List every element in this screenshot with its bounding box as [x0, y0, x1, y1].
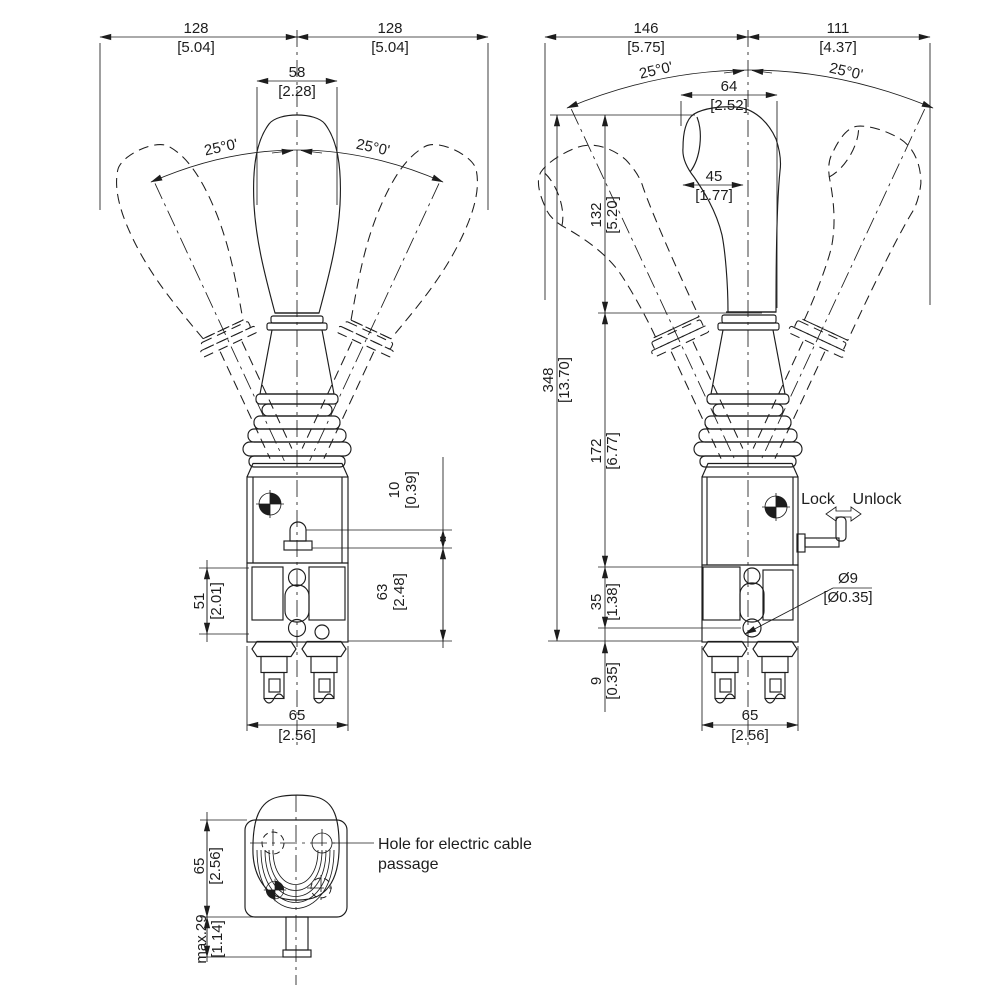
- unlock-label: Unlock: [853, 491, 903, 508]
- front-throw-right-in: [5.04]: [371, 39, 409, 56]
- side-hole-callout: Ø9 [Ø0.35]: [744, 570, 873, 635]
- side-base-width-in: [2.56]: [731, 727, 769, 744]
- front-angle-arc: 25°0' 25°0': [150, 136, 444, 183]
- side-grip-width-in: [2.52]: [710, 97, 748, 114]
- side-port-offset-in: [0.35]: [604, 662, 621, 700]
- side-throw-left-in: [5.75]: [627, 39, 665, 56]
- front-handle-phantom-right: [301, 131, 495, 461]
- top-base-depth-in: [2.56]: [207, 847, 224, 885]
- side-pivot-height-mm: 172: [588, 438, 605, 463]
- front-base-width-mm: 65: [289, 707, 306, 724]
- front-body: [246, 462, 349, 643]
- front-port-offset-in: [0.39]: [403, 471, 420, 509]
- side-throw-right-in: [4.37]: [819, 39, 857, 56]
- side-valve-offset-mm: 35: [588, 594, 605, 611]
- side-view: Lock Unlock 146 [5.75] 111 [4.37] 25°0' …: [527, 20, 940, 748]
- front-throw-left-mm: 128: [183, 20, 208, 37]
- cable-note-line2: passage: [378, 856, 439, 873]
- front-dim-base: 65 [2.56]: [246, 646, 349, 744]
- top-dims: 65 [2.56] max.29 [1.14]: [191, 812, 284, 964]
- side-valve-offset-in: [1.38]: [604, 583, 621, 621]
- side-dim-throw: 146 [5.75] 111 [4.37]: [544, 20, 931, 305]
- side-handle-length-mm: 132: [588, 202, 605, 227]
- top-stem-length-in: [1.14]: [209, 920, 226, 958]
- side-grip-width-mm: 64: [721, 78, 738, 95]
- front-knob-in: [2.28]: [278, 83, 316, 100]
- front-dim-throw: 128 [5.04] 128 [5.04]: [99, 20, 489, 210]
- front-dim-body: 10 [0.39] 63 [2.48]: [306, 457, 452, 648]
- front-angle-right: 25°0': [355, 136, 392, 160]
- side-grip-depth-mm: 45: [706, 168, 723, 185]
- side-dim-grip-depth: 45 [1.77]: [682, 168, 744, 204]
- top-base-depth-mm: 65: [191, 858, 208, 875]
- side-handle-length-in: [5.20]: [604, 196, 621, 234]
- front-bellows: [242, 329, 352, 468]
- hole-dia-mm: Ø9: [838, 570, 858, 587]
- lock-label: Lock: [801, 491, 836, 508]
- base-flange: [244, 794, 348, 958]
- front-valve-height-in: [2.01]: [208, 582, 225, 620]
- side-total-height-mm: 348: [540, 367, 557, 392]
- side-dim-grip-width: 64 [2.52]: [680, 78, 778, 308]
- side-bellows: [693, 329, 803, 468]
- side-grip-depth-in: [1.77]: [695, 187, 733, 204]
- cable-note: Hole for electric cable passage: [332, 836, 532, 873]
- lock-lever: [796, 516, 847, 553]
- side-dim-base: 65 [2.56]: [701, 646, 799, 744]
- side-dim-vertical: 348 [13.70] 132 [5.20] 172 [6.77] 35 [1.…: [540, 114, 762, 712]
- front-handle-phantom-left: [99, 131, 293, 461]
- front-dim-knob: 58 [2.28]: [256, 64, 338, 205]
- front-valve-height-mm: 51: [191, 593, 208, 610]
- side-total-height-in: [13.70]: [556, 357, 573, 403]
- side-pivot-height-in: [6.77]: [604, 432, 621, 470]
- front-dim-valve: 51 [2.01]: [191, 560, 249, 642]
- front-angle-left: 25°0': [203, 136, 240, 160]
- top-stem-length-mm: max.29: [193, 914, 210, 963]
- side-body: [701, 462, 799, 643]
- front-body-height-mm: 63: [374, 584, 391, 601]
- side-throw-right-mm: 111: [827, 20, 850, 37]
- front-throw-right-mm: 128: [377, 20, 402, 37]
- side-base-width-mm: 65: [742, 707, 759, 724]
- top-view: Hole for electric cable passage 65 [2.56…: [191, 794, 532, 985]
- front-knob-mm: 58: [289, 64, 306, 81]
- front-body-height-in: [2.48]: [391, 573, 408, 611]
- front-port-offset-mm: 10: [386, 482, 403, 499]
- hole-dia-in: [Ø0.35]: [823, 589, 872, 606]
- cable-note-line1: Hole for electric cable: [378, 836, 532, 853]
- lock-direction-arrow-icon: [825, 506, 862, 522]
- side-throw-left-mm: 146: [633, 20, 658, 37]
- side-port-offset-mm: 9: [588, 677, 605, 685]
- front-view: 128 [5.04] 128 [5.04] 58 [2.28] 25°0' 25…: [99, 20, 495, 748]
- front-base-width-in: [2.56]: [278, 727, 316, 744]
- front-throw-left-in: [5.04]: [177, 39, 215, 56]
